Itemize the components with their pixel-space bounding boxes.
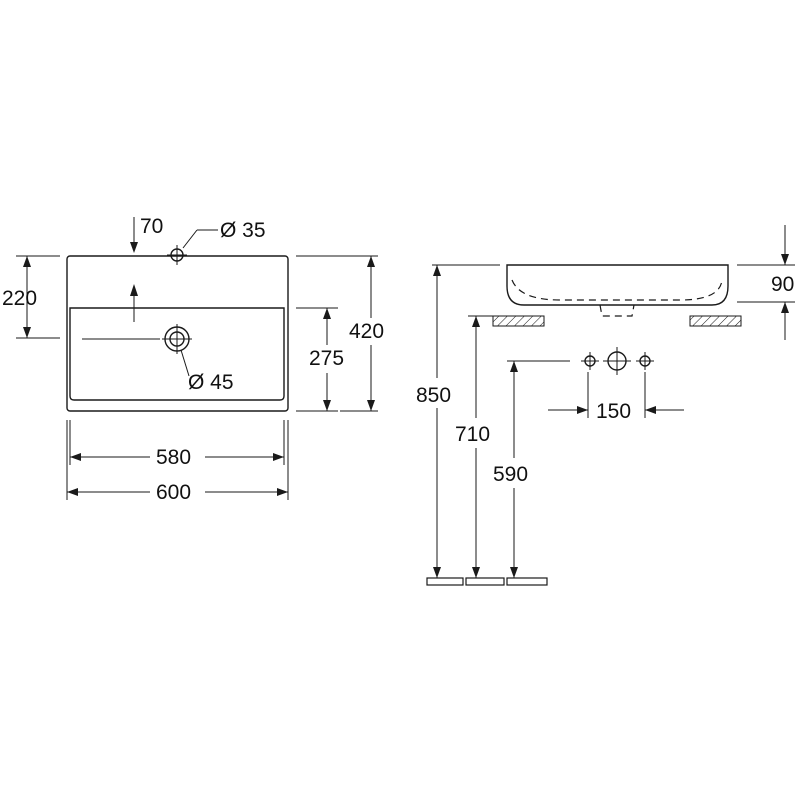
label-basin-height: 90	[771, 273, 794, 296]
tap-holes-side	[507, 347, 654, 375]
waste-dashed	[599, 304, 635, 317]
floor-block-3	[506, 577, 548, 586]
dim-basin-height: 90	[737, 225, 795, 340]
counter-support-right	[689, 315, 742, 327]
side-view: 90 150	[416, 225, 795, 586]
counter-support-left	[492, 315, 545, 327]
plan-view: 70 Ø 35 Ø 45 220	[2, 215, 384, 504]
dim-tap-height: 590	[493, 361, 528, 578]
label-outer-width: 600	[156, 481, 191, 504]
label-inner-depth: 275	[309, 347, 344, 370]
dim-outer-width: 600	[66, 420, 289, 504]
label-counter-height: 710	[455, 423, 490, 446]
dim-inner-depth: 275	[296, 307, 344, 412]
label-inner-width: 580	[156, 446, 191, 469]
leader-tap-hole-diameter: Ø 35	[182, 219, 266, 249]
leader-waste-diameter: Ø 45	[180, 349, 234, 394]
dim-outer-depth: 420	[296, 255, 384, 412]
label-tap-hole-offset: 70	[140, 215, 163, 238]
floor-block-1	[426, 577, 464, 586]
dim-rim-height: 850	[416, 264, 500, 578]
basin-inner-dashed	[511, 279, 723, 301]
dim-depth-to-waste: 220	[2, 255, 60, 339]
basin-inner-bowl	[69, 307, 285, 401]
waste-outlet	[162, 324, 192, 354]
label-rim-height: 850	[416, 384, 451, 407]
label-outer-depth: 420	[349, 320, 384, 343]
label-waste-diameter: Ø 45	[188, 371, 234, 394]
dim-tap-spacing: 150	[548, 372, 684, 423]
label-tap-height: 590	[493, 463, 528, 486]
basin-profile	[506, 264, 729, 306]
dim-tap-hole-offset: 70	[130, 215, 163, 322]
label-tap-spacing: 150	[596, 400, 631, 423]
label-depth-to-waste: 220	[2, 287, 37, 310]
dim-counter-height: 710	[455, 315, 493, 578]
label-tap-hole-diameter: Ø 35	[220, 219, 266, 242]
floor-block-2	[465, 577, 505, 586]
dim-inner-width: 580	[69, 420, 285, 469]
